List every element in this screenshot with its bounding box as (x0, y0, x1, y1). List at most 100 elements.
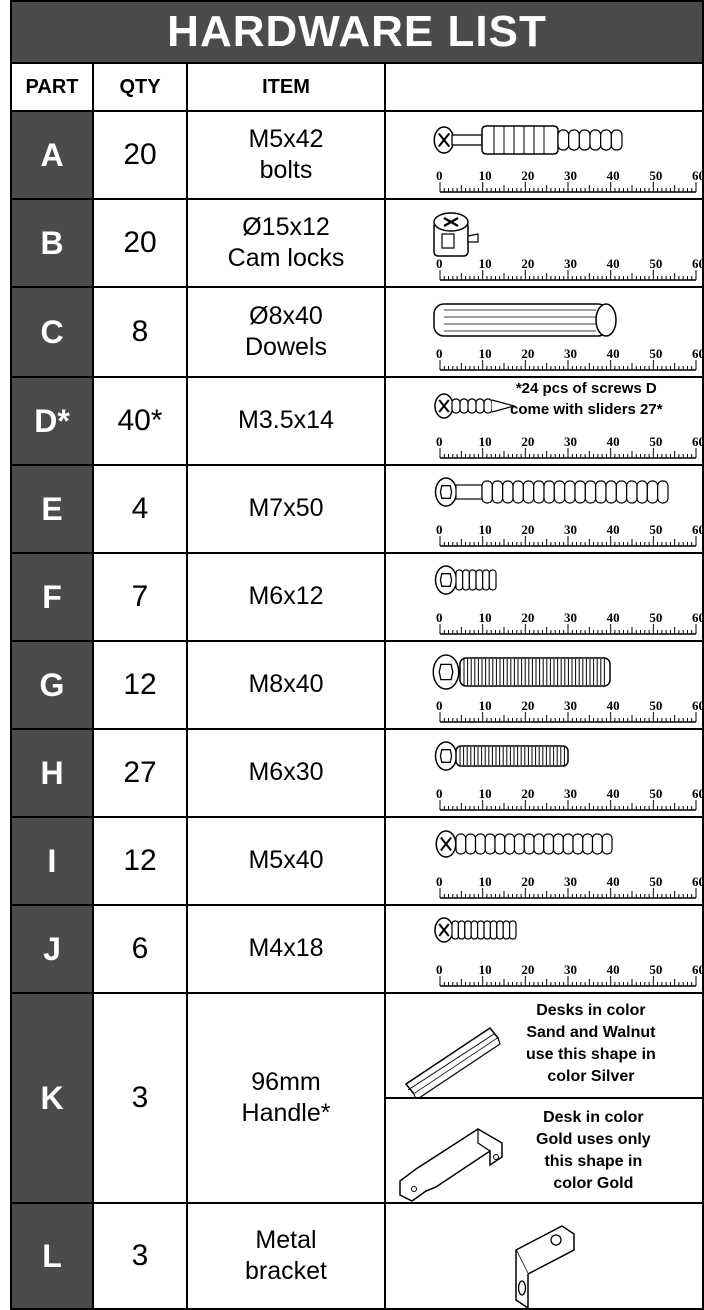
ruler-tick-label: 50 (649, 610, 662, 625)
note-line: Desks in color (536, 1002, 646, 1019)
ruler-tick-label: 20 (521, 962, 534, 977)
part-label-row-k: K (10, 992, 94, 1204)
item-line: M5x42 (248, 124, 324, 153)
ruler-tick-label: 0 (436, 610, 443, 625)
note-line: Desk in color (543, 1109, 644, 1126)
quantity-row-h: 27 (92, 728, 188, 818)
ruler-tick-label: 40 (607, 168, 620, 183)
quantity-row-a: 20 (92, 110, 188, 200)
dowel-icon (433, 303, 617, 337)
ruler-tick-label: 50 (649, 168, 662, 183)
item-line: Dowels (245, 333, 327, 361)
ruler-tick-label: 60 (692, 168, 702, 183)
cam-bolt-icon (433, 125, 623, 155)
ruler-tick-label: 50 (649, 874, 662, 889)
phillips-screw-icon (435, 830, 613, 858)
ruler-tick-label: 30 (564, 168, 577, 183)
ruler-tick-label: 20 (521, 610, 534, 625)
image-row-f: 0 10 20 30 40 50 60 (384, 552, 704, 642)
ruler-tick-label: 10 (479, 874, 492, 889)
ruler-tick-label: 10 (479, 256, 492, 271)
item-line: M6x12 (248, 582, 324, 611)
ruler-tick-label: 30 (564, 522, 577, 537)
part-label-row-g: G (10, 640, 94, 730)
note-line: use this shape in (526, 1046, 656, 1063)
ruler-tick-label: 50 (649, 346, 662, 361)
item-row-i: M5x40 (186, 816, 386, 906)
ruler-tick-label: 60 (692, 786, 702, 801)
ruler-tick-label: 60 (692, 256, 702, 271)
ruler-tick-label: 10 (479, 522, 492, 537)
ruler-tick-label: 20 (521, 786, 534, 801)
ruler-tick-label: 0 (436, 522, 443, 537)
item-line: M3.5x14 (238, 406, 334, 435)
part-label-row-f: F (10, 552, 94, 642)
part-label-row-l: L (10, 1202, 94, 1310)
quantity-row-i: 12 (92, 816, 188, 906)
ruler-tick-label: 60 (692, 610, 702, 625)
ruler-tick-label: 10 (479, 610, 492, 625)
ruler-tick-label: 0 (436, 168, 443, 183)
note-line: Sand and Walnut (526, 1024, 656, 1041)
ruler-tick-label: 60 (692, 698, 702, 713)
note-line: this shape in (544, 1153, 643, 1170)
ruler-tick-label: 10 (479, 962, 492, 977)
part-label-row-h: H (10, 728, 94, 818)
ruler-tick-label: 40 (607, 786, 620, 801)
ruler-tick-label: 50 (649, 256, 662, 271)
confirmat-screw-icon (434, 477, 669, 507)
item-line: Ø8x40 (249, 301, 323, 330)
wood-screw-icon (434, 393, 517, 419)
ruler-tick-label: 10 (479, 346, 492, 361)
ruler-tick-label: 10 (479, 786, 492, 801)
part-label-row-i: I (10, 816, 94, 906)
header-part: PART (10, 62, 94, 112)
ruler-tick-label: 40 (607, 346, 620, 361)
note-line: come with sliders 27* (510, 401, 663, 418)
ruler-tick-label: 20 (521, 434, 534, 449)
small-screw-icon (434, 917, 517, 943)
quantity-row-l: 3 (92, 1202, 188, 1310)
quantity-row-c: 8 (92, 286, 188, 378)
item-row-d: M3.5x14 (186, 376, 386, 466)
ruler-tick-label: 40 (607, 610, 620, 625)
item-row-g: M8x40 (186, 640, 386, 730)
ruler-tick-label: 40 (607, 698, 620, 713)
ruler-tick-label: 60 (692, 434, 702, 449)
ruler-tick-label: 40 (607, 522, 620, 537)
item-row-a: M5x42 bolts (186, 110, 386, 200)
ruler-tick-label: 40 (607, 434, 620, 449)
ruler-tick-label: 50 (649, 962, 662, 977)
part-label-row-d: D* (10, 376, 94, 466)
ruler-tick-label: 30 (564, 346, 577, 361)
ruler-tick-label: 30 (564, 610, 577, 625)
ruler-tick-label: 0 (436, 434, 443, 449)
ruler-tick-label: 0 (436, 256, 443, 271)
item-line: M4x18 (248, 934, 324, 963)
ruler-tick-label: 50 (649, 786, 662, 801)
ruler-tick-label: 20 (521, 168, 534, 183)
item-line: M6x30 (248, 758, 324, 787)
item-line: M5x40 (248, 846, 324, 875)
note-line: Gold uses only (536, 1131, 651, 1148)
item-row-j: M4x18 (186, 904, 386, 994)
quantity-row-d: 40* (92, 376, 188, 466)
bridge-handle-icon (399, 1128, 503, 1202)
page-title: HARDWARE LIST (10, 0, 704, 64)
item-line: bolts (259, 156, 313, 184)
part-label-row-e: E (10, 464, 94, 554)
part-label-row-c: C (10, 286, 94, 378)
